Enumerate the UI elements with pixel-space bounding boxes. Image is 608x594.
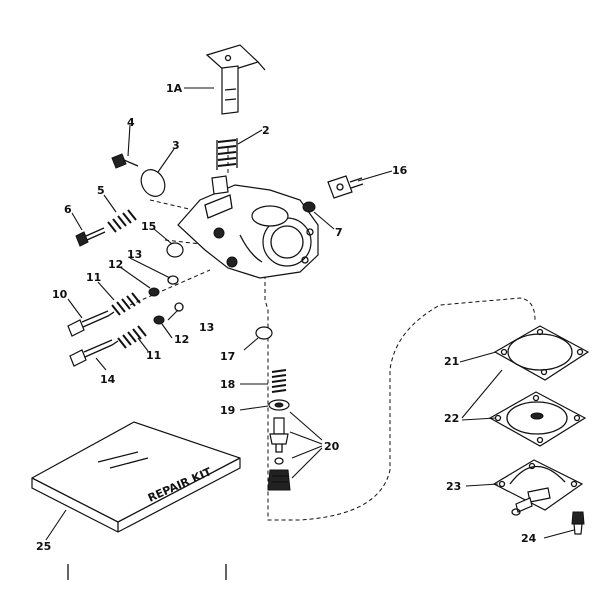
part-washer-12a [148, 287, 160, 297]
part-o-ring-13a [167, 275, 179, 285]
label-part-1a: 1A [166, 82, 183, 95]
label-part-18: 18 [220, 378, 235, 391]
label-part-21: 21 [444, 355, 459, 368]
margin-ticks [67, 564, 227, 580]
label-part-7: 7 [335, 226, 343, 239]
label-part-6: 6 [64, 203, 72, 216]
label-part-14: 14 [100, 373, 116, 386]
part-fuel-fitting [327, 175, 364, 199]
part-idle-spring [107, 209, 137, 233]
label-part-23: 23 [446, 480, 461, 493]
part-needle-14 [69, 339, 119, 367]
part-pump-cover-23 [492, 459, 584, 516]
part-o-ring-13b [174, 302, 184, 312]
label-part-17: 17 [220, 350, 235, 363]
label-part-12b: 12 [174, 333, 189, 346]
leader-lines [45, 87, 575, 541]
label-part-5: 5 [97, 184, 105, 197]
label-part-24: 24 [521, 532, 537, 545]
part-seat-17 [255, 326, 273, 340]
part-nozzle-20 [267, 417, 291, 491]
part-plate-screw [111, 153, 139, 169]
label-part-20: 20 [324, 440, 340, 453]
part-welch-plug [302, 201, 316, 213]
part-idle-screw [75, 227, 106, 247]
label-part-12a: 12 [108, 258, 123, 271]
part-spring-11a [111, 292, 141, 316]
part-plug-15 [166, 242, 184, 258]
part-needle-10 [67, 310, 115, 337]
label-part-11a: 11 [86, 271, 101, 284]
part-gasket-21 [493, 325, 590, 381]
label-part-4: 4 [127, 116, 135, 129]
part-washer-19 [268, 399, 290, 411]
label-part-2: 2 [262, 124, 270, 137]
label-part-13a: 13 [127, 248, 142, 261]
part-throttle-plate [140, 169, 166, 197]
part-throttle-spring [216, 138, 238, 170]
part-washer-12b [153, 315, 165, 325]
label-part-10: 10 [52, 288, 68, 301]
part-carburetor-body [177, 175, 319, 279]
label-part-19: 19 [220, 404, 235, 417]
part-throttle-shaft [205, 44, 266, 115]
label-part-15: 15 [141, 220, 156, 233]
part-repair-kit-box: REPAIR KIT [31, 421, 241, 533]
part-screw-24 [571, 511, 585, 535]
part-diaphragm-22 [488, 391, 587, 447]
label-part-16: 16 [392, 164, 408, 177]
label-part-22: 22 [444, 412, 459, 425]
part-spring-18 [271, 369, 287, 393]
label-part-25: 25 [36, 540, 51, 553]
label-part-3: 3 [172, 139, 180, 152]
label-part-13b: 13 [199, 321, 214, 334]
part-spring-11b [117, 325, 147, 349]
part-number-labels: 1A 2 3 4 5 6 7 10 11 11 12 12 13 13 14 1… [36, 82, 537, 553]
label-part-11b: 11 [146, 349, 161, 362]
